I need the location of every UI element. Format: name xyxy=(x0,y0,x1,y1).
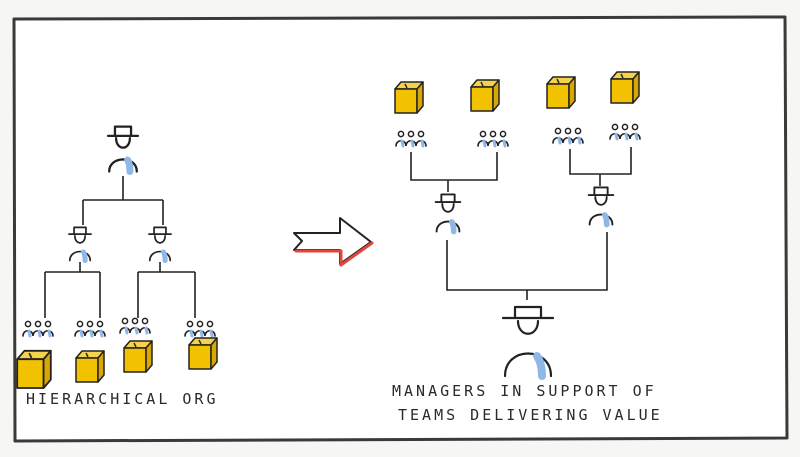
connector-right-branch xyxy=(137,262,196,318)
paper xyxy=(14,18,786,440)
caption-managers-line-2: TEAMS DELIVERING VALUE xyxy=(398,406,663,424)
connector-teams-left xyxy=(410,152,498,192)
value-box-icon xyxy=(16,349,52,389)
value-box-icon xyxy=(546,76,576,109)
value-box-icon xyxy=(470,79,500,112)
connector-top xyxy=(82,176,164,225)
value-box-icon xyxy=(394,81,424,114)
connector-managers xyxy=(446,232,608,300)
caption-hierarchical-org: HIERARCHICAL ORG xyxy=(26,390,219,408)
value-box-icon xyxy=(188,337,218,370)
value-box-icon xyxy=(610,71,640,104)
value-box-icon xyxy=(75,350,105,383)
caption-managers-line-1: MANAGERS IN SUPPORT OF xyxy=(392,382,657,400)
hierarchical-org-diagram xyxy=(16,127,218,389)
connector-teams-right xyxy=(569,147,632,186)
connector-left-branch xyxy=(44,262,101,318)
support-org-diagram xyxy=(394,71,642,376)
frame xyxy=(12,15,789,443)
value-box-icon xyxy=(123,340,153,373)
arrow-icon xyxy=(293,217,374,267)
